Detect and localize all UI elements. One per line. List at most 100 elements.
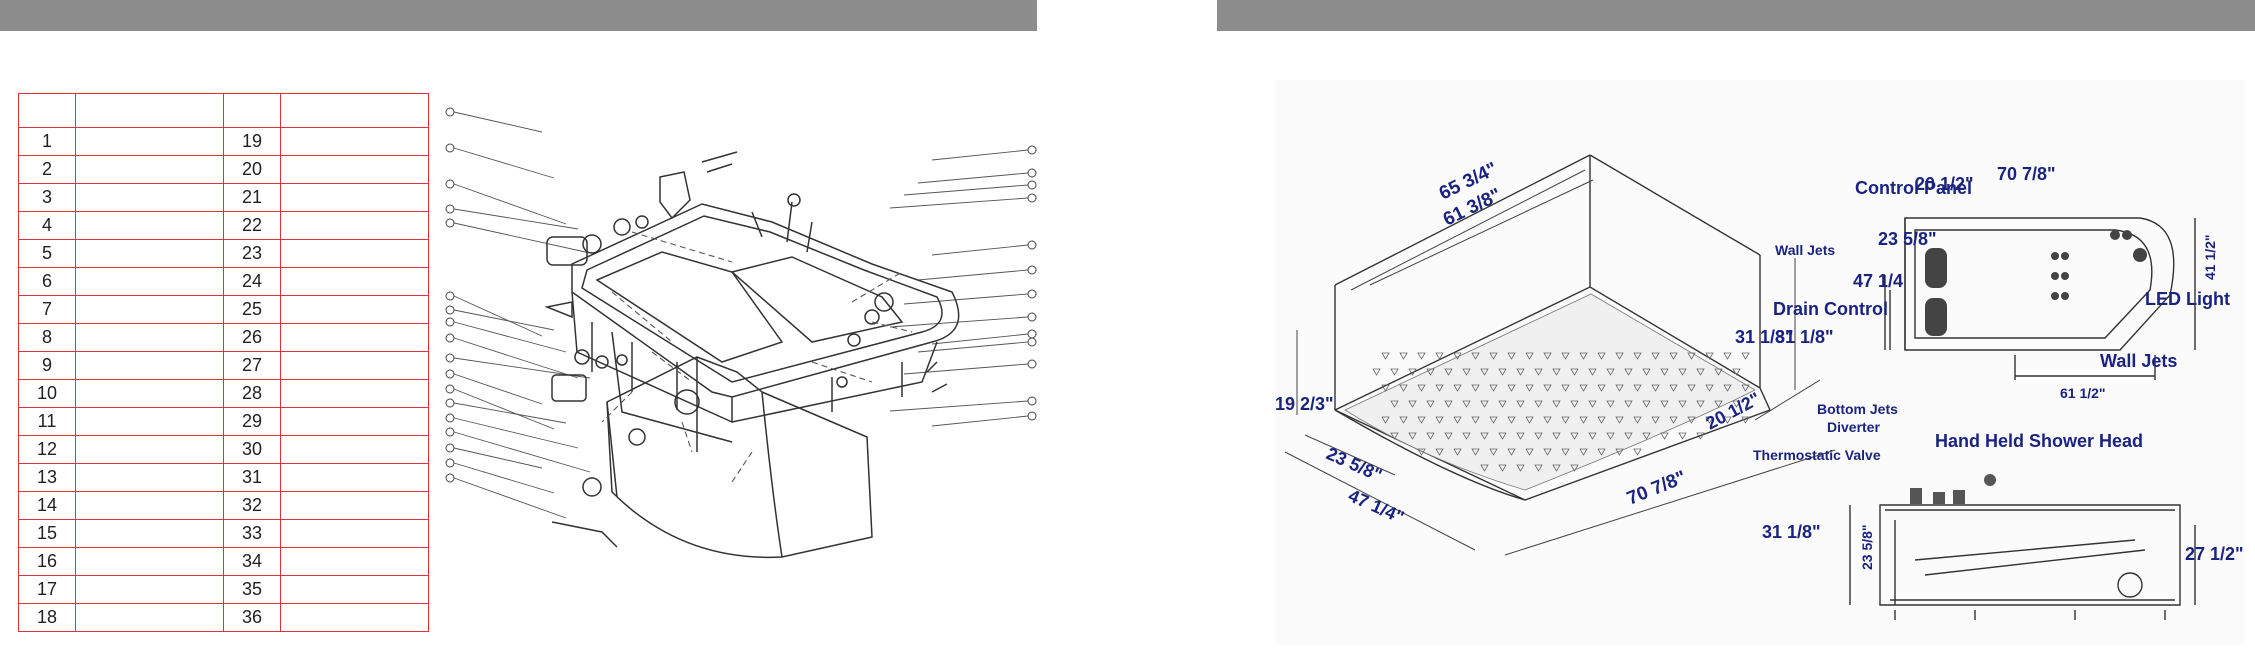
floor-triangle: [1552, 368, 1561, 376]
assembly-guide-lines: [601, 231, 913, 483]
part-number-cell: 29: [223, 407, 281, 436]
part-name-cell: [75, 239, 224, 268]
callout-marker: [445, 317, 455, 327]
floor-triangle: [1561, 416, 1570, 424]
floor-triangle: [1696, 400, 1705, 408]
floor-triangle: [1507, 384, 1516, 392]
floor-triangle: [1624, 400, 1633, 408]
floor-triangle: [1417, 448, 1426, 456]
floor-triangle: [1453, 448, 1462, 456]
floor-triangle: [1606, 432, 1615, 440]
floor-triangle: [1417, 416, 1426, 424]
floor-triangle: [1597, 416, 1606, 424]
callout-marker: [1027, 265, 1037, 275]
callout-marker: [1027, 359, 1037, 369]
part-number-cell: 14: [18, 491, 76, 520]
tub-drawing: [544, 151, 960, 559]
callout-marker: [1027, 396, 1037, 406]
floor-triangle: [1705, 416, 1714, 424]
part-name-cell: [75, 547, 224, 576]
part-name-cell: [280, 603, 429, 632]
callout-marker: [1027, 411, 1037, 421]
part-name-cell: [75, 183, 224, 212]
part-number-cell: 26: [223, 323, 281, 352]
floor-triangle: [1588, 368, 1597, 376]
floor-triangle: [1624, 368, 1633, 376]
floor-triangle: [1561, 384, 1570, 392]
floor-triangle: [1525, 416, 1534, 424]
callout-marker: [1027, 329, 1037, 339]
floor-triangle: [1660, 368, 1669, 376]
floor-triangle: [1714, 368, 1723, 376]
part-number-cell: 15: [18, 519, 76, 548]
part-number-cell: 25: [223, 295, 281, 324]
exploded-parts-diagram: [445, 107, 1037, 559]
floor-triangle: [1525, 448, 1534, 456]
callout-leader: [453, 462, 555, 494]
floor-triangle: [1705, 352, 1714, 360]
part-number-cell: 21: [223, 183, 281, 212]
floor-triangle: [1489, 384, 1498, 392]
callout-leader: [889, 400, 1029, 412]
floor-triangle: [1552, 464, 1561, 472]
floor-triangle: [1435, 384, 1444, 392]
part-number-cell: 12: [18, 435, 76, 464]
floor-triangle: [1489, 416, 1498, 424]
floor-triangle: [1426, 400, 1435, 408]
floor-triangle: [1588, 432, 1597, 440]
floor-triangle: [1615, 384, 1624, 392]
floor-triangle: [1723, 352, 1732, 360]
label-led-light: LED Light: [2145, 289, 2230, 309]
dim-top-width: 20 1/2": [1915, 174, 1974, 194]
part-name-cell: [75, 435, 224, 464]
part-name-cell: [280, 407, 429, 436]
floor-triangle: [1633, 448, 1642, 456]
callout-marker: [445, 218, 455, 228]
table-row: 1 19: [18, 127, 429, 156]
floor-triangle: [1696, 432, 1705, 440]
part-number-cell: 19: [223, 127, 281, 156]
floor-triangle: [1408, 400, 1417, 408]
part-number-cell: 1: [18, 127, 76, 156]
dim-side-inner-height: 23 5/8": [1859, 524, 1875, 570]
floor-triangle: [1390, 432, 1399, 440]
header-cell: [18, 93, 76, 128]
floor-triangle: [1498, 400, 1507, 408]
floor-triangle: [1516, 464, 1525, 472]
floor-triangle: [1570, 368, 1579, 376]
callout-leader: [931, 244, 1029, 256]
floor-triangle: [1516, 432, 1525, 440]
callout-leader: [453, 373, 543, 405]
floor-triangle: [1660, 432, 1669, 440]
label-wall-jets-bottom: Wall Jets: [2100, 351, 2177, 371]
floor-triangle: [1642, 368, 1651, 376]
part-number-cell: 30: [223, 435, 281, 464]
callout-marker: [445, 179, 455, 189]
dim-top-length: 70 7/8": [1997, 164, 2056, 184]
floor-triangle: [1444, 432, 1453, 440]
floor-triangle: [1498, 368, 1507, 376]
part-name-cell: [75, 603, 224, 632]
callout-leader: [453, 222, 591, 254]
floor-triangle: [1633, 384, 1642, 392]
floor-triangle: [1543, 448, 1552, 456]
callout-marker: [1027, 240, 1037, 250]
floor-triangle: [1651, 384, 1660, 392]
callout-marker: [1027, 180, 1037, 190]
floor-triangle: [1507, 416, 1516, 424]
floor-triangle: [1534, 368, 1543, 376]
part-name-cell: [280, 491, 429, 520]
floor-triangle: [1732, 368, 1741, 376]
floor-triangle: [1534, 464, 1543, 472]
header-bar-right: [1217, 0, 2255, 31]
callout-leader: [453, 321, 567, 353]
part-number-cell: 10: [18, 379, 76, 408]
